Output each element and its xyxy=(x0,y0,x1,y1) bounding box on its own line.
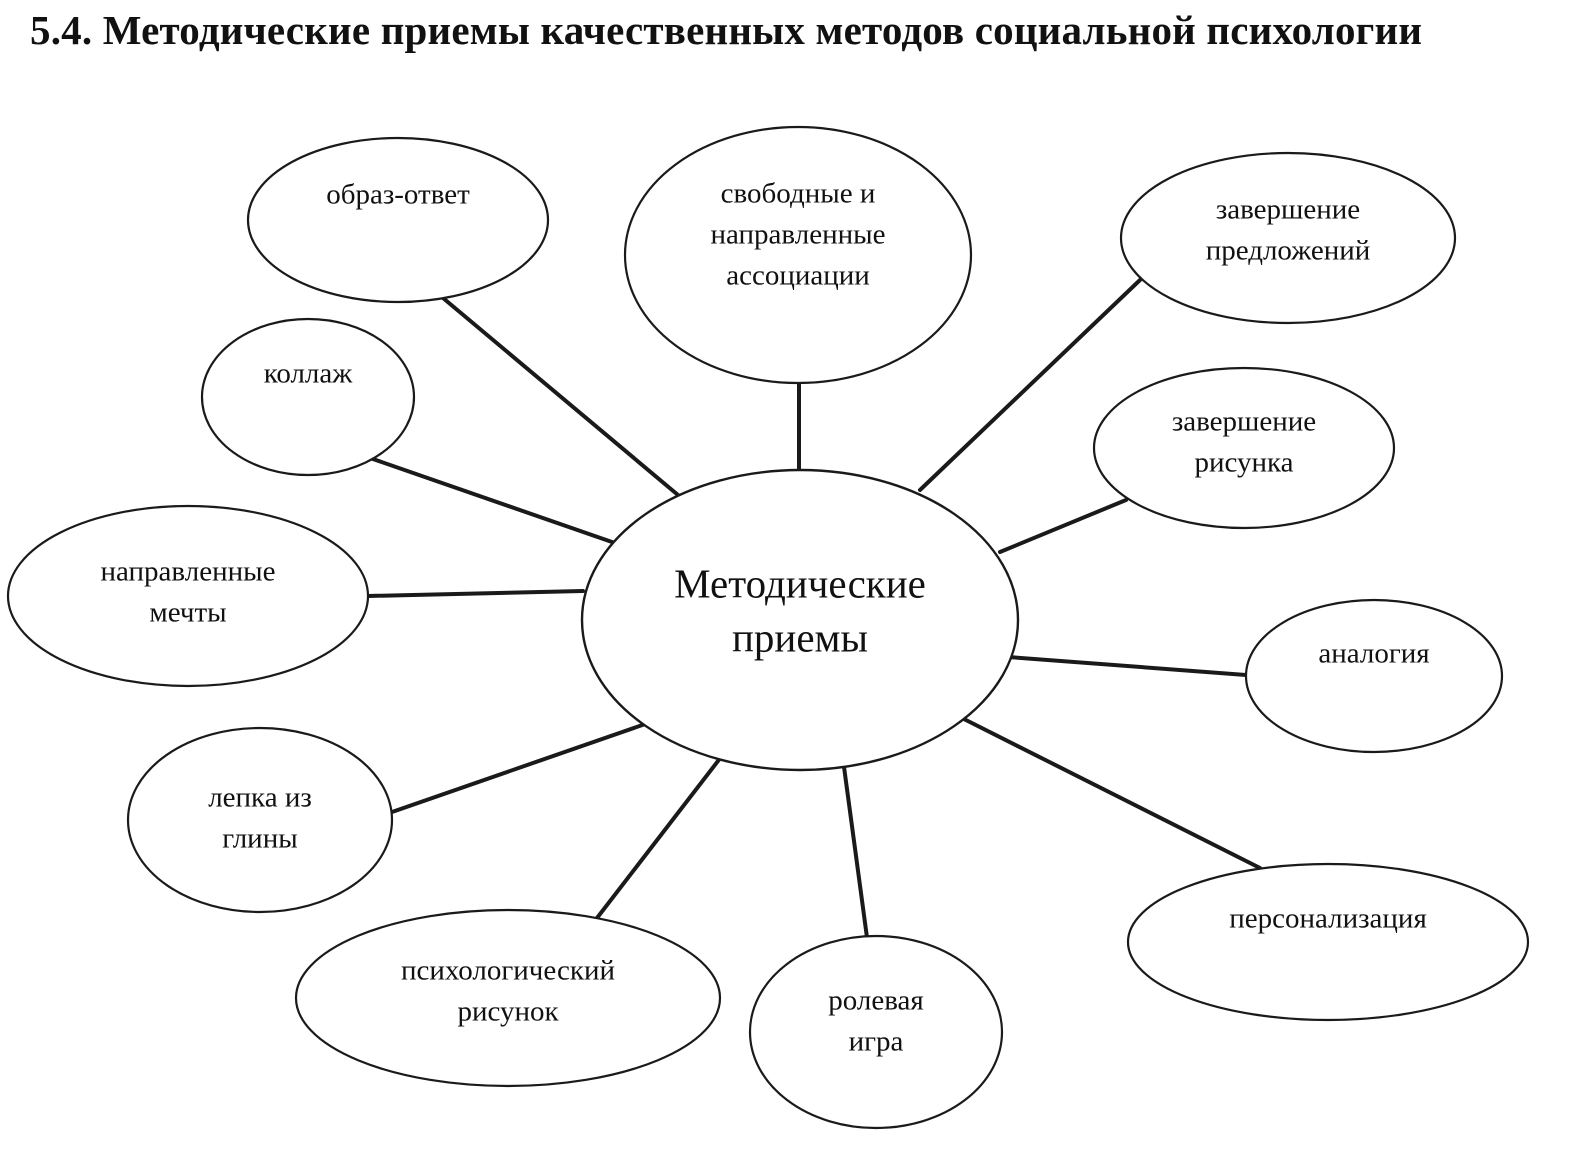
node-sentence-completion-label-line-2: предложений xyxy=(1206,235,1371,267)
node-drawing-completion-label-line-1: завершение xyxy=(1172,406,1316,438)
connector-psych-drawing xyxy=(595,746,730,920)
ellipse-clay-modeling xyxy=(126,726,394,914)
connector-obraz-otvet xyxy=(441,296,680,497)
node-obraz-otvet-label-line-1: образ-ответ xyxy=(326,179,470,211)
node-sentence-completion: завершение предложений xyxy=(1119,151,1457,325)
node-clay-modeling: лепка из глины xyxy=(126,726,394,914)
node-drawing-completion-label-line-2: рисунка xyxy=(1194,447,1293,479)
node-sentence-completion-label-line-1: завершение xyxy=(1216,194,1360,226)
ellipse-associations xyxy=(623,125,973,385)
ellipse-drawing-completion xyxy=(1092,366,1396,530)
connector-role-play xyxy=(840,750,870,947)
connector-guided-dreams xyxy=(366,589,585,598)
node-role-play: ролевая игра xyxy=(748,934,1004,1130)
connector-drawing-completion xyxy=(998,498,1128,554)
node-guided-dreams-label-line-1: направленные xyxy=(101,556,276,588)
node-drawing-completion: завершение рисунка xyxy=(1092,366,1396,530)
connector-personalization xyxy=(950,711,1262,870)
ellipse-psych-drawing xyxy=(294,908,722,1088)
node-psych-drawing-label-line-2: рисунок xyxy=(457,996,559,1028)
connector-analogy xyxy=(1006,655,1248,677)
page-title: 5.4. Методические приемы качественных ме… xyxy=(30,7,1423,53)
node-obraz-otvet: образ-ответ xyxy=(246,136,550,304)
connector-sentence-completion xyxy=(918,278,1142,492)
node-associations-label-line-3: ассоциации xyxy=(726,260,870,292)
connector-collage xyxy=(368,456,614,544)
ellipse-personalization xyxy=(1126,862,1530,1022)
node-collage: коллаж xyxy=(200,317,416,477)
nodes: образ-ответ свободные и направленные ассоци… xyxy=(6,125,1530,1130)
node-personalization-label-line-1: персонализация xyxy=(1229,903,1427,935)
node-associations-label-line-2: направленные xyxy=(711,219,886,251)
node-psych-drawing: психологический рисунок xyxy=(294,908,722,1088)
node-personalization: персонализация xyxy=(1126,862,1530,1022)
center-node: Методические приемы xyxy=(580,468,1020,772)
node-clay-modeling-label-line-2: глины xyxy=(222,823,297,855)
center-node-label-line-2: приемы xyxy=(732,614,868,660)
ellipse-guided-dreams xyxy=(6,504,370,688)
node-associations: свободные и направленные ассоциации xyxy=(623,125,973,385)
node-psych-drawing-label-line-1: психологический xyxy=(401,955,615,987)
ellipse-role-play xyxy=(748,934,1004,1130)
connectors xyxy=(366,278,1262,947)
node-clay-modeling-label-line-1: лепка из xyxy=(208,782,312,814)
ellipse-obraz-otvet xyxy=(246,136,550,304)
node-associations-label-line-1: свободные и xyxy=(721,178,876,210)
node-role-play-label-line-1: ролевая xyxy=(828,985,923,1017)
ellipse-analogy xyxy=(1244,598,1504,754)
center-ellipse xyxy=(580,468,1020,772)
node-collage-label-line-1: коллаж xyxy=(264,358,354,390)
node-guided-dreams-label-line-2: мечты xyxy=(149,597,226,629)
node-guided-dreams: направленные мечты xyxy=(6,504,370,688)
node-role-play-label-line-2: игра xyxy=(849,1026,904,1058)
connector-clay-modeling xyxy=(390,720,653,814)
node-analogy-label-line-1: аналогия xyxy=(1318,638,1429,670)
node-analogy: аналогия xyxy=(1244,598,1504,754)
ellipse-sentence-completion xyxy=(1119,151,1457,325)
center-node-label-line-1: Методические xyxy=(674,560,926,606)
ellipse-collage xyxy=(200,317,416,477)
